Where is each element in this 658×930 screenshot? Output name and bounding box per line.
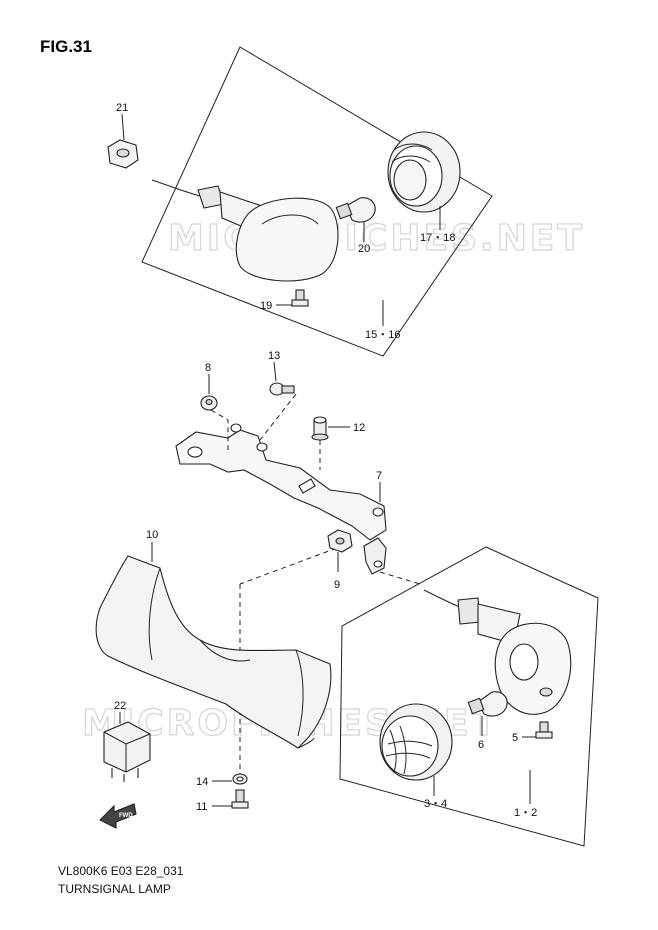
washer-14[interactable] [232, 773, 248, 785]
callout-20: 20 [358, 243, 370, 255]
callout-19: 19 [260, 300, 272, 312]
bottom-assembly-frame [339, 546, 599, 847]
callout-11: 11 [196, 801, 207, 813]
nut-9[interactable] [327, 529, 353, 553]
callout-6: 6 [478, 739, 484, 751]
callout-21: 21 [116, 102, 128, 114]
callout-17-18: 17・18 [420, 232, 455, 244]
bolt-11[interactable] [231, 789, 249, 809]
callout-13: 13 [268, 350, 280, 362]
bulb-20[interactable] [335, 197, 376, 223]
callout-9: 9 [334, 579, 340, 591]
turnsignal-lamp-body-front[interactable] [151, 179, 339, 282]
bulb-6[interactable] [467, 691, 508, 717]
callout-3-4: 3・4 [424, 798, 447, 810]
screw-19[interactable] [291, 289, 309, 307]
callout-14: 14 [196, 776, 208, 788]
callout-7: 7 [376, 470, 382, 482]
callout-15-16: 15・16 [365, 329, 400, 341]
callout-8: 8 [205, 362, 211, 374]
leader-21 [121, 113, 125, 141]
leader-13 [273, 361, 277, 382]
lens-3-4[interactable] [379, 703, 453, 781]
bolt-13[interactable] [269, 382, 295, 396]
screw-5[interactable] [535, 721, 553, 739]
callout-10: 10 [146, 529, 158, 541]
cover-10[interactable] [95, 555, 332, 749]
callout-22: 22 [114, 700, 126, 712]
figure-code: VL800K6 E03 E28_031 [58, 864, 184, 878]
watermark-top: MICROFICHES.NET [168, 218, 585, 259]
nut-8[interactable] [200, 395, 218, 411]
forward-arrow-icon: FWD [99, 803, 137, 829]
figure-number: FIG.31 [40, 37, 92, 56]
lens-17-18[interactable] [387, 131, 461, 213]
collar-12[interactable] [311, 416, 329, 441]
turnsignal-lamp-body-rear[interactable] [423, 589, 572, 715]
relay-22[interactable] [103, 721, 151, 782]
callout-1-2: 1・2 [514, 807, 537, 819]
callout-5: 5 [512, 732, 518, 744]
forward-arrow-label: FWD [119, 813, 133, 819]
nut-21[interactable] [107, 139, 139, 169]
bracket-7[interactable] [175, 423, 387, 575]
figure-title: TURNSIGNAL LAMP [58, 882, 171, 896]
callout-12: 12 [353, 422, 365, 434]
